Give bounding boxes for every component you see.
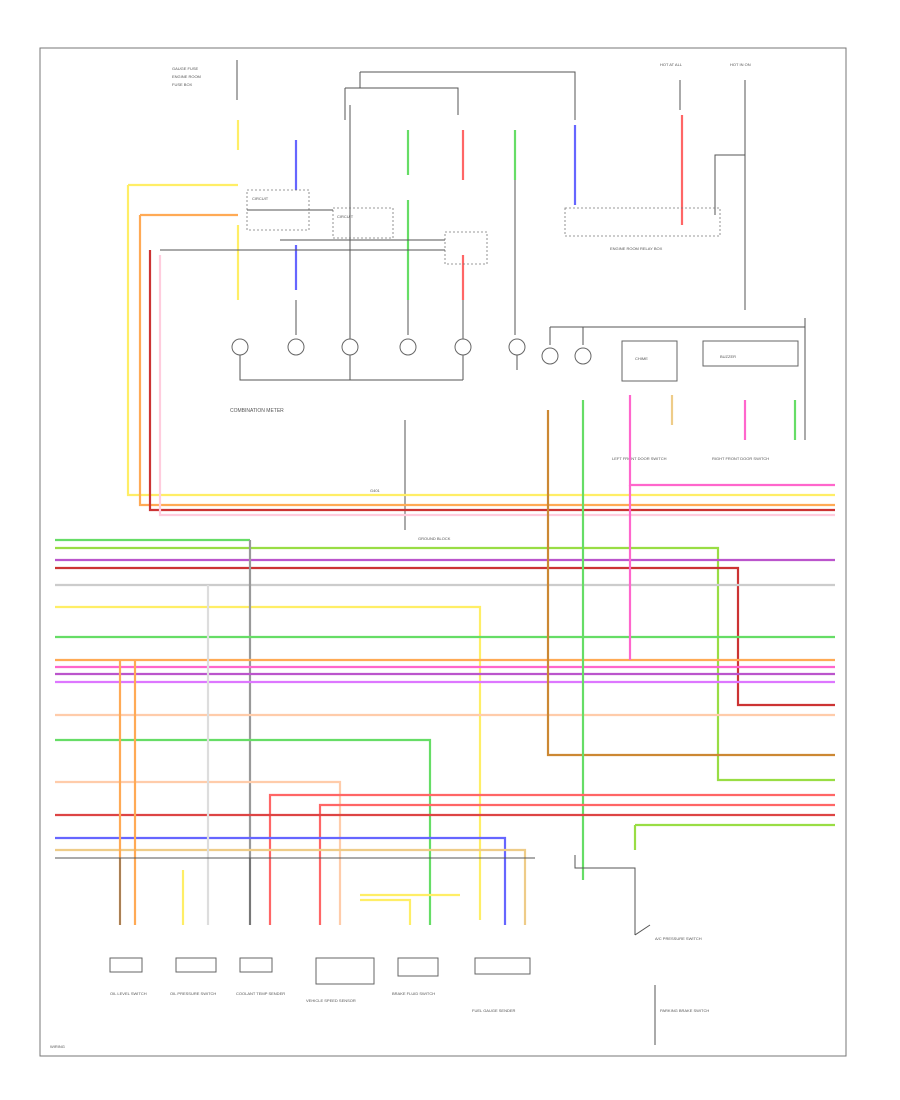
relay-box-label: ENGINE ROOM RELAY BOX bbox=[610, 246, 663, 251]
svg-text:HOT IN ON: HOT IN ON bbox=[730, 62, 751, 67]
indicator-bulb bbox=[287, 338, 305, 356]
svg-text:PARKING BRAKE SWITCH: PARKING BRAKE SWITCH bbox=[660, 1008, 709, 1013]
footer-code: WIRING bbox=[50, 1044, 65, 1049]
combination-meter-section: GAUGE FUSE ENGINE ROOM FUSE BOX CIRCUIT … bbox=[160, 60, 577, 541]
fuel-gauge-sender-box bbox=[474, 957, 531, 975]
svg-text:HOT AT ALL: HOT AT ALL bbox=[660, 62, 683, 67]
combination-meter-label: COMBINATION METER bbox=[230, 408, 284, 414]
svg-text:A/C PRESSURE SWITCH: A/C PRESSURE SWITCH bbox=[655, 936, 702, 941]
engine-room-relay-box-section: ENGINE ROOM RELAY BOX HOT AT ALL HOT IN … bbox=[541, 62, 806, 461]
coolant-temp-sender-box bbox=[239, 957, 273, 973]
indicator-bulb bbox=[231, 338, 249, 356]
indicator-bulb bbox=[508, 338, 526, 356]
svg-text:LEFT FRONT DOOR SWITCH: LEFT FRONT DOOR SWITCH bbox=[612, 456, 667, 461]
oil-pressure-switch-box bbox=[175, 957, 217, 973]
svg-text:COOLANT TEMP SENDER: COOLANT TEMP SENDER bbox=[236, 991, 285, 996]
diagram-frame bbox=[39, 47, 847, 1057]
svg-text:CIRCUIT: CIRCUIT bbox=[252, 196, 269, 201]
svg-text:FUSE BOX: FUSE BOX bbox=[172, 82, 193, 87]
svg-text:BRAKE FLUID SWITCH: BRAKE FLUID SWITCH bbox=[392, 991, 435, 996]
brake-fluid-switch-box bbox=[397, 957, 439, 977]
svg-text:VEHICLE SPEED SENSOR: VEHICLE SPEED SENSOR bbox=[306, 998, 356, 1003]
svg-text:RIGHT FRONT DOOR SWITCH: RIGHT FRONT DOOR SWITCH bbox=[712, 456, 769, 461]
svg-text:CIRCUIT: CIRCUIT bbox=[337, 214, 354, 219]
svg-text:OIL LEVEL SWITCH: OIL LEVEL SWITCH bbox=[110, 991, 147, 996]
svg-text:G401: G401 bbox=[370, 488, 381, 493]
svg-text:OIL PRESSURE SWITCH: OIL PRESSURE SWITCH bbox=[170, 991, 216, 996]
svg-text:FUEL GAUGE SENDER: FUEL GAUGE SENDER bbox=[472, 1008, 516, 1013]
oil-level-switch-box bbox=[109, 957, 143, 973]
svg-text:GAUGE FUSE: GAUGE FUSE bbox=[172, 66, 199, 71]
svg-text:GROUND BLOCK: GROUND BLOCK bbox=[418, 536, 451, 541]
indicator-bulb bbox=[399, 338, 417, 356]
indicator-bulb bbox=[341, 338, 359, 356]
svg-text:CHIME: CHIME bbox=[635, 356, 648, 361]
bottom-components: OIL LEVEL SWITCH OIL PRESSURE SWITCH COO… bbox=[55, 855, 709, 1045]
vehicle-speed-sensor-box bbox=[315, 957, 375, 985]
svg-text:BUZZER: BUZZER bbox=[720, 354, 736, 359]
harness-wires bbox=[55, 183, 835, 925]
indicator-bulb bbox=[454, 338, 472, 356]
svg-text:ENGINE ROOM: ENGINE ROOM bbox=[172, 74, 201, 79]
